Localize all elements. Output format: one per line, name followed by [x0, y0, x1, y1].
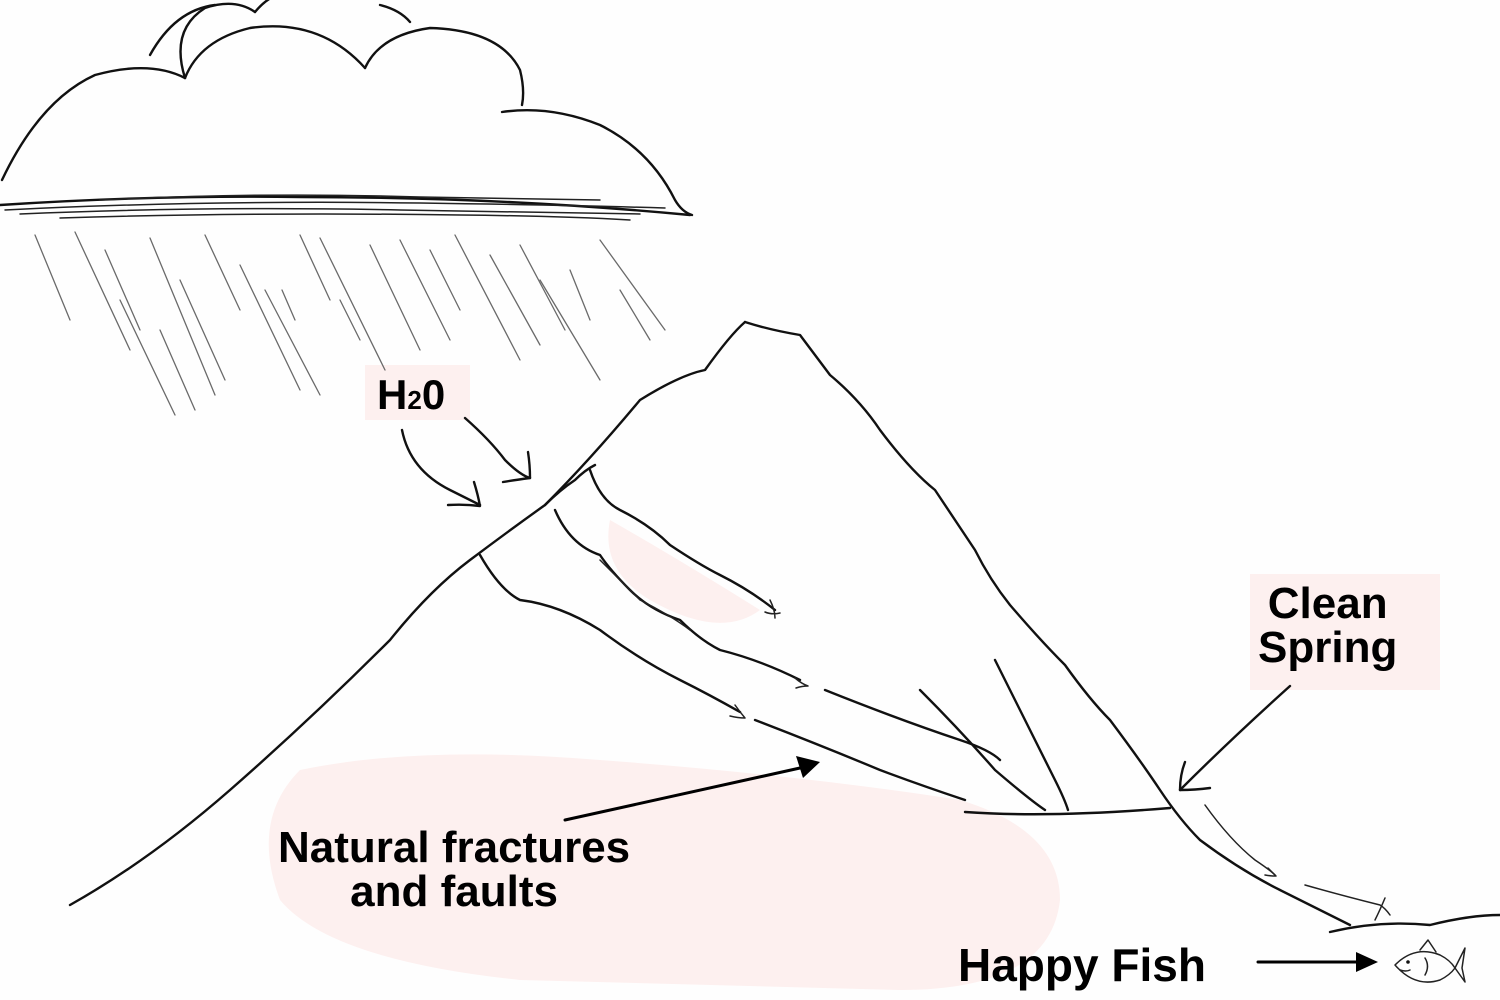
water-label-main: H: [377, 371, 408, 418]
fracture-highlight: [608, 520, 760, 623]
fractures-label-line1: Natural fractures: [278, 823, 631, 872]
water-label-highlight: [365, 365, 470, 420]
rain-streaks: [34, 231, 666, 416]
spring-label-highlight: [1250, 574, 1440, 690]
fish-arrow: [1256, 952, 1378, 972]
water-arrows: [400, 416, 532, 508]
fractures-label-line2: and faults: [350, 867, 558, 916]
fracture-lines: [478, 468, 1391, 921]
spring-label: Clean Spring: [1258, 582, 1397, 670]
fractures-arrow: [563, 756, 820, 822]
water-label-subscript: 2: [407, 385, 422, 415]
fish-icon: [1394, 939, 1466, 983]
fish-label: Happy Fish: [958, 939, 1206, 991]
spring-arrow: [1178, 684, 1292, 792]
water-label-tail: 0: [421, 371, 446, 418]
spring-label-line2: Spring: [1258, 623, 1398, 672]
cloud-icon: [0, 0, 694, 221]
fractures-label-highlight: [268, 754, 1060, 990]
mountain-outline: [68, 320, 1500, 934]
water-label: H20: [377, 374, 445, 416]
label-highlights: [268, 365, 1440, 990]
fractures-label: Natural fractures and faults: [278, 826, 630, 914]
spring-label-line1: Clean: [1267, 579, 1388, 628]
